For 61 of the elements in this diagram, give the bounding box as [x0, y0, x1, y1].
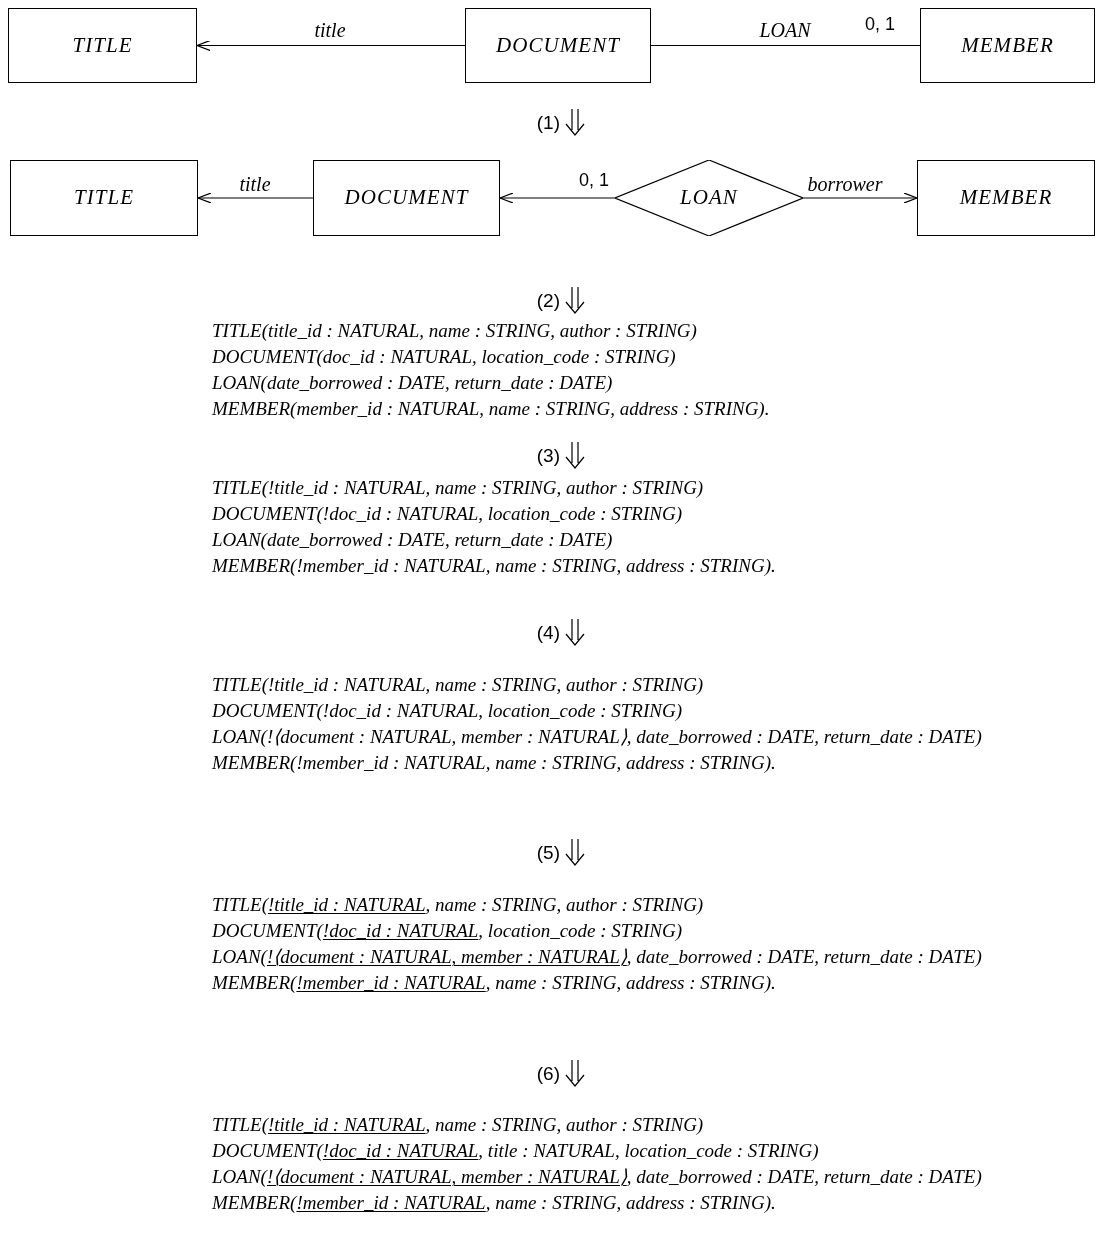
edge-label: title — [237, 174, 273, 194]
schema-text: DOCUMENT( — [212, 1140, 323, 1161]
cardinality-label: 0, 1 — [865, 15, 895, 33]
schema-text: MEMBER( — [212, 972, 297, 993]
schema-text: , date_borrowed : DATE, return_date : DATE) — [626, 946, 982, 967]
schema-text: LOAN(date_borrowed : DATE, return_date : DATE) — [212, 372, 613, 393]
schema-text: , name : STRING, author : STRING) — [425, 894, 704, 915]
entity-name: TITLE — [72, 31, 133, 59]
arrow — [197, 192, 314, 204]
entity-name: DOCUMENT — [496, 31, 620, 59]
entity-box — [465, 8, 651, 83]
schema-text: , date_borrowed : DATE, return_date : DATE) — [626, 1166, 982, 1187]
edge-label: borrower — [805, 174, 885, 194]
step-number: (3) — [536, 445, 560, 465]
schema-text: TITLE(title_id : NATURAL, name : STRING, author : STRING) — [212, 320, 697, 341]
schema-text: TITLE(!title_id : NATURAL, name : STRING, author : STRING) — [212, 477, 704, 498]
schema-text: DOCUMENT(!doc_id : NATURAL, location_code : STRING) — [212, 700, 683, 721]
schema-text: !member_id : NATURAL — [296, 1192, 486, 1213]
schema-text: , name : STRING, address : STRING). — [485, 972, 776, 993]
schema-text: TITLE( — [212, 1114, 268, 1135]
cardinality-label: 0, 1 — [579, 171, 609, 189]
entity-name: MEMBER — [959, 184, 1053, 212]
schema-text: LOAN(!⟨document : NATURAL, member : NATURAL⟩, date_borrowed : DATE, return_date : DATE) — [212, 726, 982, 747]
schema-text: MEMBER(!member_id : NATURAL, name : STRING, address : STRING). — [212, 555, 776, 576]
arrow — [499, 192, 616, 204]
entity-name: DOCUMENT — [344, 184, 469, 212]
schema-text: , location_code : STRING) — [478, 920, 683, 941]
schema-text: TITLE( — [212, 894, 268, 915]
arrow — [196, 39, 466, 52]
edge-label: LOAN — [757, 20, 813, 40]
entity-name: MEMBER — [961, 31, 1054, 59]
step-number: (6) — [536, 1063, 560, 1083]
entity-box — [917, 160, 1095, 236]
step-number: (4) — [536, 622, 560, 642]
schema-text: LOAN( — [212, 1166, 267, 1187]
schema-text: MEMBER(!member_id : NATURAL, name : STRING, address : STRING). — [212, 752, 776, 773]
edge-label: title — [312, 20, 348, 40]
entity-box — [313, 160, 500, 236]
entity-name: TITLE — [73, 184, 135, 212]
entity-box — [10, 160, 198, 236]
entity-name: LOAN — [680, 184, 738, 212]
schema-text: MEMBER( — [212, 1192, 297, 1213]
step-number: (5) — [536, 842, 560, 862]
step-number: (2) — [536, 290, 560, 310]
schema-text: DOCUMENT(!doc_id : NATURAL, location_code : STRING) — [212, 503, 683, 524]
schema-text: , name : STRING, author : STRING) — [425, 1114, 704, 1135]
schema-text: , title : NATURAL, location_code : STRING) — [478, 1140, 819, 1161]
schema-text: MEMBER(member_id : NATURAL, name : STRING, address : STRING). — [212, 398, 770, 419]
schema-text: LOAN(date_borrowed : DATE, return_date : DATE) — [212, 529, 613, 550]
schema-text: DOCUMENT(doc_id : NATURAL, location_code : STRING) — [212, 346, 676, 367]
schema-text: DOCUMENT( — [212, 920, 323, 941]
connector-line — [650, 44, 921, 47]
schema-text: , name : STRING, address : STRING). — [485, 1192, 776, 1213]
relationship-diamond — [615, 160, 803, 236]
arrow — [802, 192, 918, 204]
entity-box — [920, 8, 1095, 83]
schema-text: TITLE(!title_id : NATURAL, name : STRING, author : STRING) — [212, 674, 704, 695]
step-number: (1) — [536, 112, 560, 132]
schema-text: LOAN( — [212, 946, 267, 967]
entity-box — [8, 8, 197, 83]
schema-text: !member_id : NATURAL — [296, 972, 486, 993]
